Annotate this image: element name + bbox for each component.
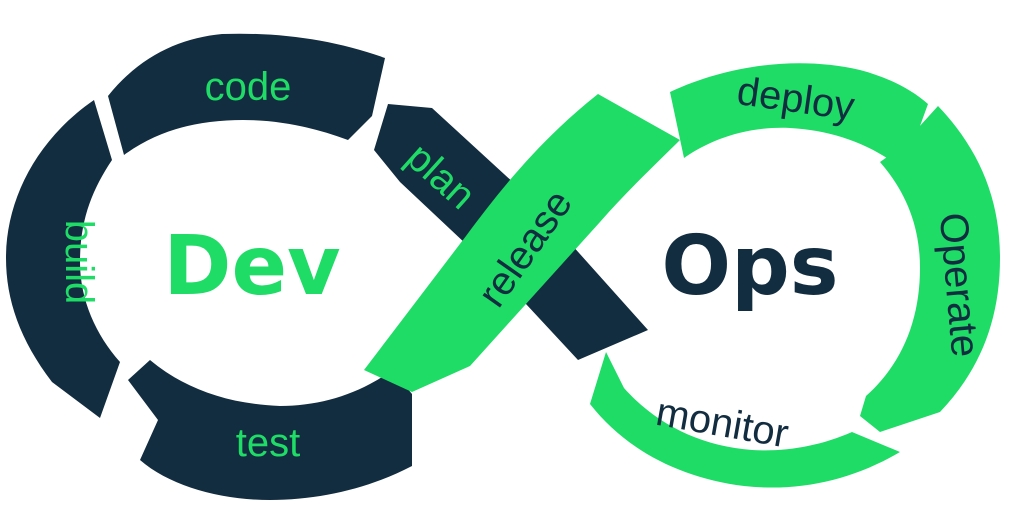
test-segment (128, 360, 412, 500)
stage-label-code: code (205, 65, 292, 109)
release-segment (364, 94, 680, 392)
dev-label: Dev (163, 219, 340, 314)
code-segment (108, 33, 385, 156)
stage-label-build: build (57, 220, 101, 305)
build-segment (6, 100, 120, 418)
deploy-segment (670, 63, 928, 160)
monitor-segment (590, 352, 900, 488)
stage-label-test: test (236, 421, 300, 465)
operate-segment (860, 106, 1000, 432)
ops-label: Ops (661, 219, 838, 314)
